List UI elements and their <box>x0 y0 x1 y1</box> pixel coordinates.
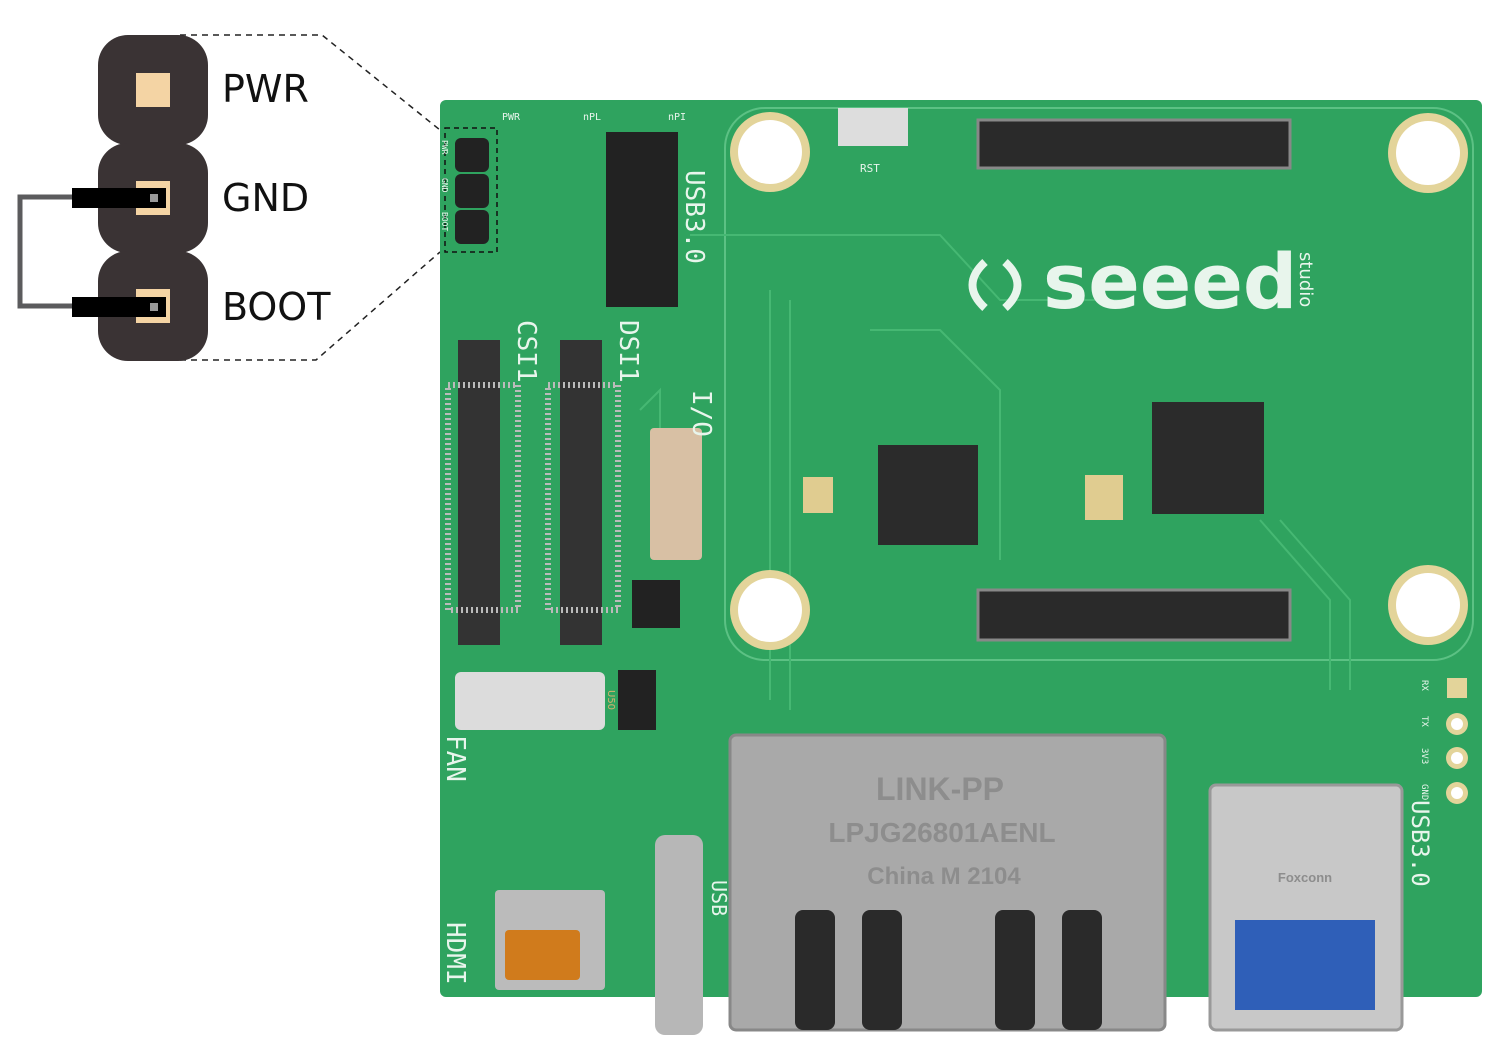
pin-label-gnd: GND <box>222 176 309 220</box>
dsi-connector <box>560 340 602 645</box>
rj45-latches <box>795 910 1102 1030</box>
silk-jumper-pwr: PWR <box>440 140 449 155</box>
silk-gnd: GND <box>1419 784 1429 800</box>
mounting-holes <box>730 112 1468 650</box>
silk-dsi: DSI1 <box>613 320 643 383</box>
silk-fan: FAN <box>440 735 470 782</box>
pwr-pad <box>136 73 170 107</box>
chip-left <box>878 445 978 545</box>
silk-npi: nPI <box>668 112 686 123</box>
ethernet-origin: China M 2104 <box>867 863 1021 890</box>
pin-label-boot: BOOT <box>222 285 331 329</box>
board-connector-top <box>976 118 1292 170</box>
pin-label-pwr: PWR <box>222 67 309 111</box>
uart-pads <box>1446 678 1468 804</box>
chip-right <box>1152 402 1264 514</box>
inductor-label: U50 <box>605 690 616 710</box>
callout-dashed-outline-bottom <box>180 251 441 361</box>
usb-jack-brand: Foxconn <box>1278 870 1332 885</box>
board-jumper-header <box>455 138 489 244</box>
pin-header-illustration <box>17 35 208 361</box>
silk-pwr-led: PWR <box>502 112 521 123</box>
silk-usb: USB <box>707 880 731 916</box>
silk-usb3-right: USB3.0 <box>1406 800 1434 887</box>
fan-connector <box>455 672 605 730</box>
board-connector-bottom <box>976 588 1292 642</box>
silk-tx: TX <box>1419 716 1429 727</box>
seeed-studio-logo: seeed studio <box>968 237 1316 326</box>
jumper-wire <box>17 188 166 317</box>
silk-hdmi: HDMI <box>440 922 470 985</box>
silk-jumper-boot: BOOT <box>440 212 449 231</box>
usb3-pin-header <box>606 132 678 307</box>
ethernet-brand: LINK-PP <box>876 771 1004 807</box>
silk-rst: RST <box>860 162 880 175</box>
svg-text:seeed: seeed <box>1043 237 1297 326</box>
svg-text:studio: studio <box>1295 252 1316 307</box>
ethernet-jack <box>728 733 1167 1032</box>
csi-connector <box>458 340 500 645</box>
io-connector <box>650 428 702 560</box>
silk-jumper-gnd: GND <box>440 178 449 193</box>
silk-rx: RX <box>1419 680 1429 691</box>
silk-usb3: USB3.0 <box>679 170 709 264</box>
usb-post <box>655 835 703 1035</box>
pcb-board <box>440 100 1482 1035</box>
silk-io: I/O <box>686 390 716 437</box>
silk-npl: nPL <box>583 112 601 123</box>
silk-csi: CSI1 <box>511 320 541 383</box>
silk-3v3: 3V3 <box>1419 748 1429 764</box>
callout-dashed-outline <box>180 34 441 131</box>
ethernet-model: LPJG26801AENL <box>828 817 1055 848</box>
